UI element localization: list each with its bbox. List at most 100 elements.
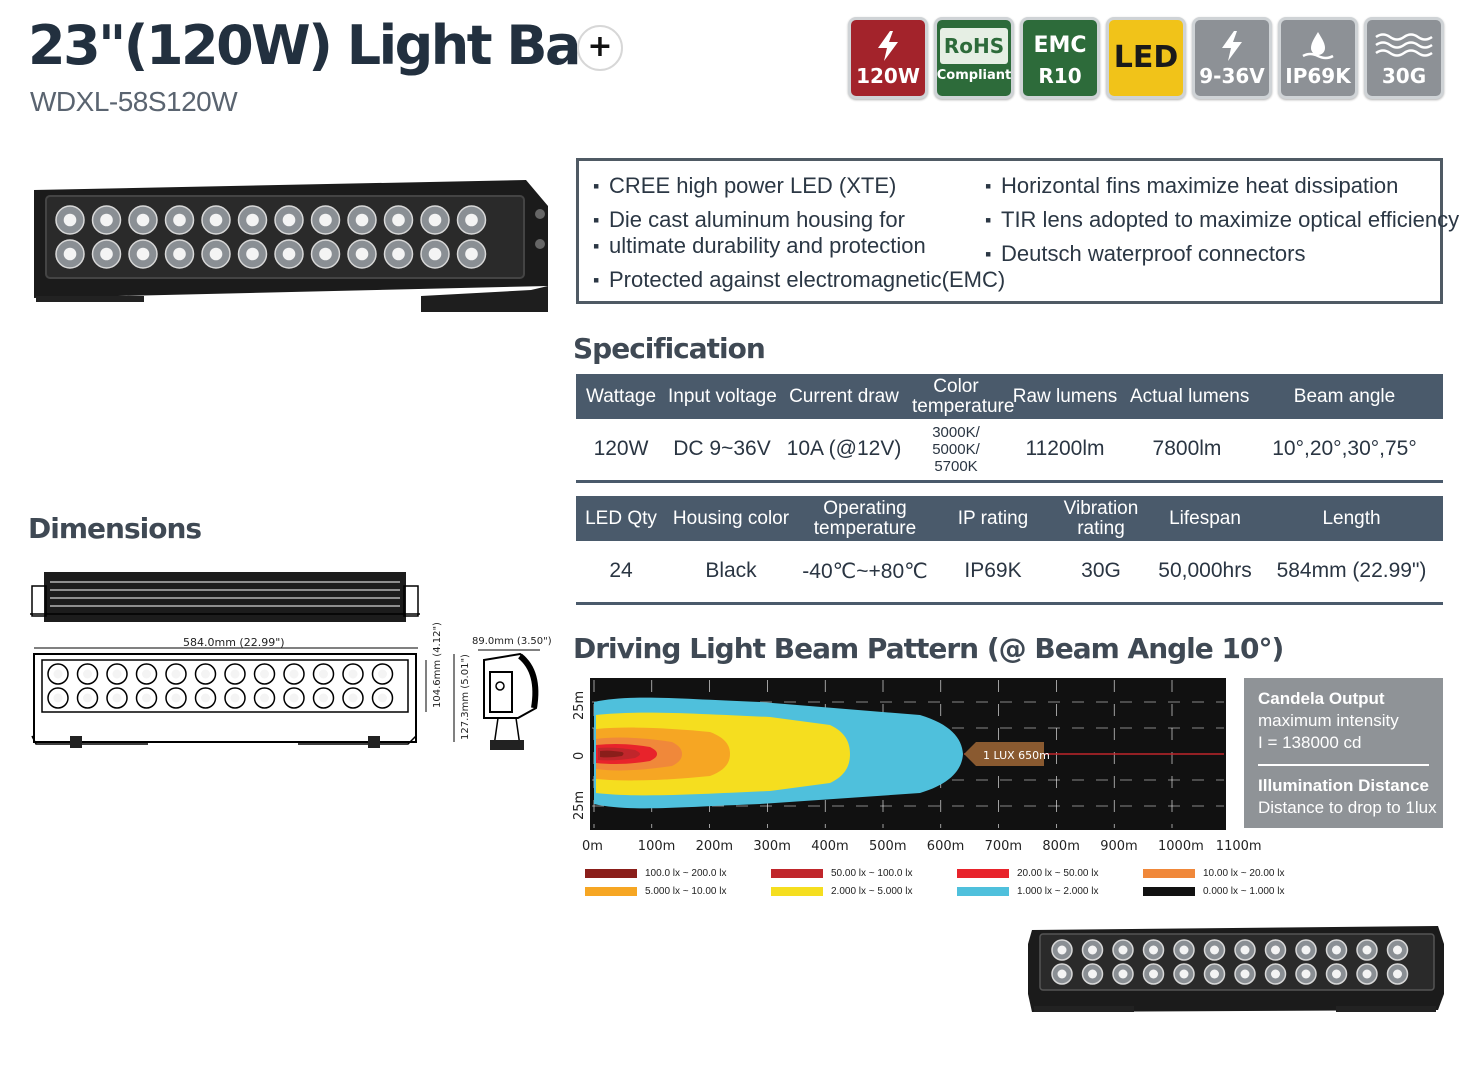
led-core	[319, 213, 332, 227]
led-core	[348, 693, 358, 703]
value-operating-temperature: -40℃~+80℃	[796, 541, 934, 605]
legend-label: 5.000 lx ~ 10.00 lx	[645, 886, 727, 897]
badge-label: R10	[1038, 64, 1082, 88]
vibration-icon	[1374, 28, 1434, 64]
led-core	[142, 669, 151, 679]
certification-badges: 120W RoHS Compliant EMC R10 LED 9-36V IP…	[848, 17, 1444, 99]
x-axis-tick-label: 1100m	[1216, 839, 1262, 854]
water-drop-icon	[1301, 28, 1335, 64]
legend-swatch	[771, 887, 823, 896]
feature-item: CREE high power LED (XTE)	[593, 173, 1005, 199]
led-core	[201, 669, 210, 679]
led-core	[136, 213, 150, 227]
led-core	[1301, 945, 1311, 955]
badge-label: 30G	[1381, 64, 1427, 88]
legend-swatch	[957, 869, 1009, 878]
features-box: CREE high power LED (XTE) Die cast alumi…	[576, 158, 1459, 304]
led-core	[142, 693, 151, 703]
feature-item-continuation: ultimate durability and protection	[593, 233, 1005, 259]
led-core	[171, 693, 181, 703]
legend-label: 1.000 lx ~ 2.000 lx	[1017, 886, 1099, 897]
led-core	[201, 693, 210, 703]
feature-item: Protected against electromagnetic(EMC)	[593, 267, 1005, 293]
led-core	[378, 693, 387, 703]
spec-table-2: LED Qty Housing color Operating temperat…	[576, 496, 1443, 605]
lux-distance-label: 1 LUX 650m	[983, 749, 1050, 762]
specification-title: Specification	[573, 332, 766, 365]
led-core	[1332, 945, 1341, 955]
x-axis-tick-label: 700m	[985, 839, 1022, 854]
led-core	[100, 213, 113, 227]
feature-item: Die cast aluminum housing for	[593, 207, 1005, 233]
x-axis-tick-label: 900m	[1100, 839, 1137, 854]
led-core	[1240, 945, 1250, 955]
legend-label: 20.00 lx ~ 50.00 lx	[1017, 868, 1099, 879]
led-core	[1271, 945, 1280, 955]
led-core	[355, 247, 369, 261]
led-core	[1118, 945, 1128, 955]
x-axis-tick-label: 600m	[927, 839, 964, 854]
legend-swatch	[957, 887, 1009, 896]
feature-item: Deutsch waterproof connectors	[985, 241, 1459, 267]
legend-label: 100.0 lx ~ 200.0 lx	[645, 868, 727, 879]
led-core	[378, 669, 387, 679]
led-core	[173, 247, 186, 261]
badge-ip-rating: IP69K	[1278, 17, 1358, 99]
legend-swatch	[585, 887, 637, 896]
legend-item: 1.000 lx ~ 2.000 lx	[957, 886, 1098, 897]
led-core	[289, 693, 299, 703]
legend-item: 0.000 lx ~ 1.000 lx	[1143, 886, 1284, 897]
badge-emc: EMC R10	[1020, 17, 1100, 99]
info-divider	[1258, 764, 1429, 766]
legend-item: 10.00 lx ~ 20.00 lx	[1143, 868, 1284, 879]
legend-label: 2.000 lx ~ 5.000 lx	[831, 886, 913, 897]
value-length: 584mm (22.99")	[1260, 541, 1443, 605]
y-axis-label-bottom: 25m	[572, 791, 587, 820]
led-core	[53, 693, 63, 703]
led-core	[465, 213, 478, 227]
led-core	[1240, 969, 1250, 979]
led-core	[392, 213, 405, 227]
led-core	[1301, 969, 1311, 979]
legend-item: 50.00 lx ~ 100.0 lx	[771, 868, 912, 879]
led-core	[289, 669, 299, 679]
led-core	[230, 669, 240, 679]
candela-value: I = 138000 cd	[1258, 733, 1362, 752]
led-core	[465, 247, 478, 261]
value-lifespan: 50,000hrs	[1150, 541, 1260, 605]
emc-mark: EMC	[1033, 33, 1087, 58]
beam-pattern-title: Driving Light Beam Pattern (@ Beam Angle…	[573, 632, 1284, 665]
x-axis-tick-label: 0m	[582, 839, 603, 854]
led-core	[1362, 945, 1372, 955]
badge-label: 120W	[856, 64, 920, 88]
header-operating-temperature: Operating temperature	[796, 496, 934, 541]
led-core	[392, 247, 405, 261]
led-core	[136, 247, 150, 261]
header-actual-lumens: Actual lumens	[1128, 374, 1249, 419]
led-core	[1057, 945, 1067, 955]
legend-swatch	[1143, 869, 1195, 878]
model-number: WDXL-58S120W	[30, 86, 238, 117]
badge-label: IP69K	[1285, 64, 1351, 88]
legend-swatch	[771, 869, 823, 878]
header-beam-angle: Beam angle	[1246, 374, 1443, 419]
led-core	[53, 669, 63, 679]
led-core	[246, 213, 259, 227]
led-core	[209, 213, 223, 227]
led-core	[1362, 969, 1372, 979]
legend-label: 50.00 lx ~ 100.0 lx	[831, 868, 913, 879]
led-core	[260, 693, 269, 703]
x-axis-tick-label: 500m	[869, 839, 906, 854]
led-core	[1271, 969, 1280, 979]
x-axis-tick-label: 200m	[696, 839, 733, 854]
badge-label: Compliant	[936, 68, 1012, 83]
x-axis-tick-label: 400m	[811, 839, 848, 854]
led-core	[1088, 945, 1097, 955]
led-core	[348, 669, 358, 679]
led-core	[112, 669, 122, 679]
value-led-qty: 24	[576, 541, 666, 605]
add-button[interactable]: +	[577, 25, 623, 71]
led-core	[230, 693, 240, 703]
header-input-voltage: Input voltage	[666, 374, 778, 419]
distance-title: Illumination Distance	[1258, 776, 1429, 795]
